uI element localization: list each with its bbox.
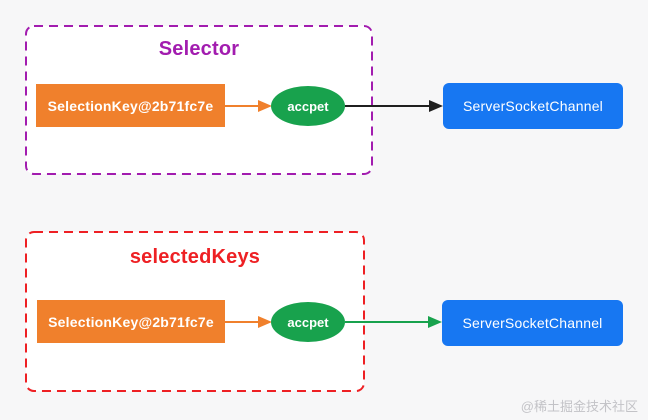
accept-event-node-top: accpet <box>271 86 345 126</box>
arrow-head <box>258 316 272 328</box>
selector-group-title: Selector <box>158 37 240 60</box>
event-to-channel-arrow-top <box>345 100 443 112</box>
watermark: @稀土掘金技术社区 <box>520 399 638 414</box>
arrow-head <box>258 100 272 112</box>
key-to-event-arrow-top <box>225 100 272 112</box>
accept-event-node-bottom: accpet <box>271 302 345 342</box>
arrow-head <box>429 100 443 112</box>
arrow-head <box>428 316 442 328</box>
key-to-event-arrow-bottom <box>225 316 272 328</box>
event-to-channel-arrow-bottom <box>345 316 442 328</box>
selection-key-node-bottom: SelectionKey@2b71fc7e <box>37 300 225 343</box>
server-socket-channel-node-bottom: ServerSocketChannel <box>442 300 623 346</box>
selectedkeys-group-title: selectedKeys <box>129 245 261 268</box>
selection-key-node-top: SelectionKey@2b71fc7e <box>36 84 225 127</box>
server-socket-channel-node-top: ServerSocketChannel <box>443 83 623 129</box>
